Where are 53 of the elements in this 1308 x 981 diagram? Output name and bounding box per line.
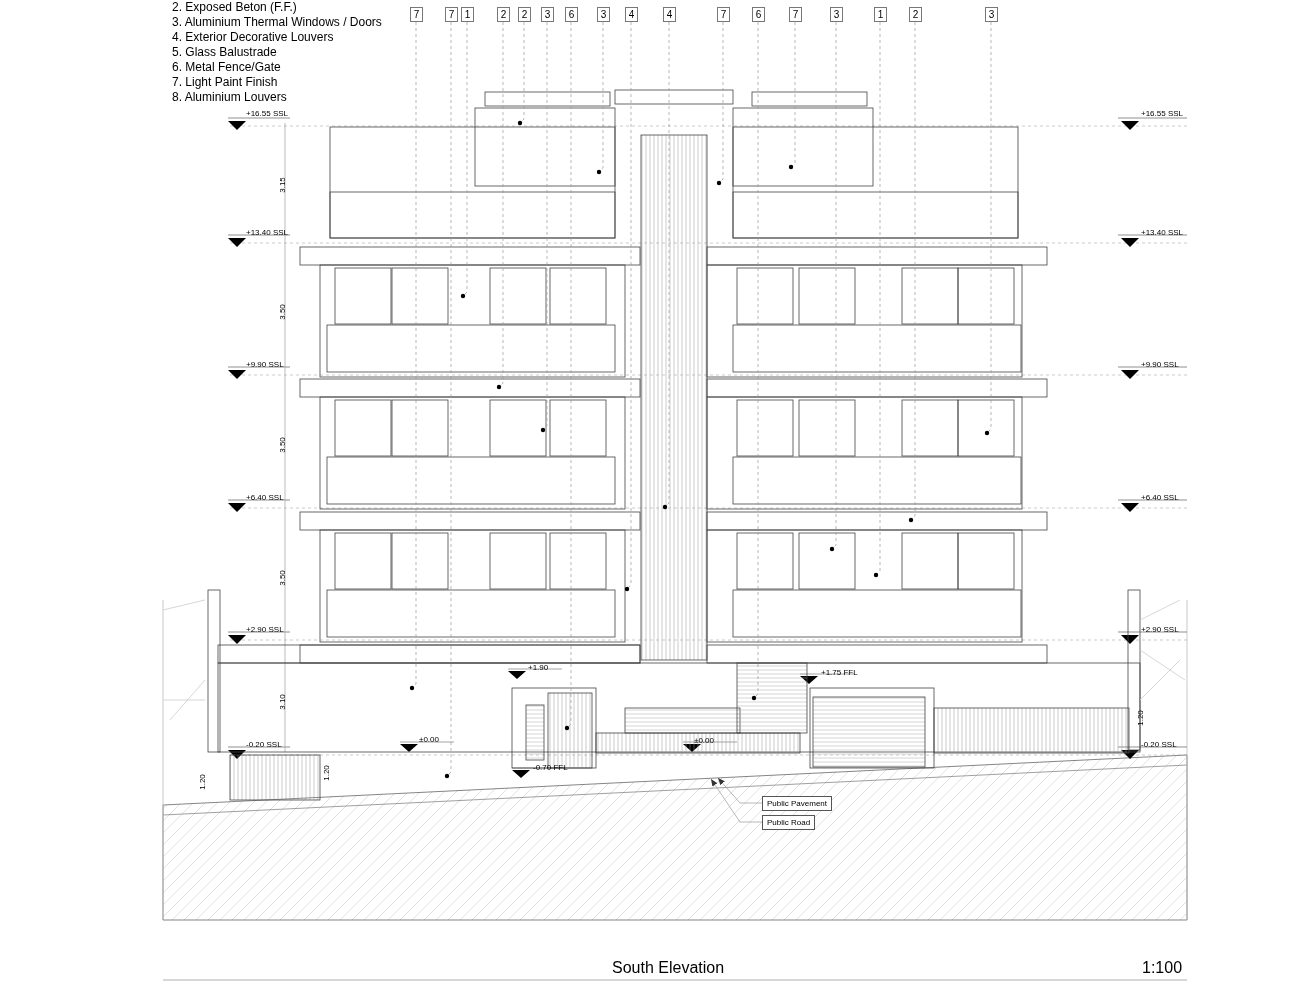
callout-number: 7	[717, 7, 730, 22]
callout-number: 3	[985, 7, 998, 22]
dimension-text: 1.20	[198, 774, 207, 790]
level-label: +16.55 SSL	[1141, 110, 1184, 118]
scale-label: 1:100	[1142, 960, 1183, 976]
legend-item: 7. Light Paint Finish	[172, 76, 278, 88]
callout-number: 1	[874, 7, 887, 22]
callout-number: 1	[461, 7, 474, 22]
road-label: Public Pavement	[762, 796, 833, 811]
level-label: +2.90 SSL	[246, 626, 284, 634]
level-label: +6.40 SSL	[1141, 494, 1179, 502]
level-label: +1.90	[528, 664, 549, 672]
callout-number: 2	[909, 7, 922, 22]
callout-number: 7	[410, 7, 423, 22]
dimension-text: 1.20	[1136, 710, 1145, 726]
level-label: +13.40 SSL	[1141, 229, 1184, 237]
level-label: -0.20 SSL	[1141, 741, 1177, 749]
level-label: +2.90 SSL	[1141, 626, 1179, 634]
callout-number: 2	[518, 7, 531, 22]
level-label: +6.40 SSL	[246, 494, 284, 502]
level-label: +9.90 SSL	[246, 361, 284, 369]
legend-item: 8. Aluminium Louvers	[172, 91, 287, 103]
level-label: +9.90 SSL	[1141, 361, 1179, 369]
level-label: +13.40 SSL	[246, 229, 289, 237]
callout-number: 3	[597, 7, 610, 22]
legend-item: 4. Exterior Decorative Louvers	[172, 31, 334, 43]
callout-number: 4	[625, 7, 638, 22]
callout-number: 4	[663, 7, 676, 22]
road-label: Public Road	[762, 815, 816, 830]
drawing-title: South Elevation	[612, 960, 725, 976]
level-label: +1.75 FFL	[821, 669, 858, 677]
dimension-text: 3.50	[278, 570, 287, 586]
level-label: +16.55 SSL	[246, 110, 289, 118]
dimension-text: 3.10	[278, 694, 287, 710]
dimension-text: 3.50	[278, 437, 287, 453]
dimension-text: 3.50	[278, 304, 287, 320]
level-label: ±0.00	[694, 737, 714, 745]
legend-item: 5. Glass Balustrade	[172, 46, 277, 58]
callout-number: 3	[830, 7, 843, 22]
callout-number: 7	[445, 7, 458, 22]
level-label: ±0.00	[419, 736, 439, 744]
callout-number: 6	[752, 7, 765, 22]
callout-number: 6	[565, 7, 578, 22]
dimension-text: 3.15	[278, 177, 287, 193]
callout-number: 3	[541, 7, 554, 22]
level-label: -0.70 FFL	[533, 764, 568, 772]
legend-item: 6. Metal Fence/Gate	[172, 61, 281, 73]
legend-item: 2. Exposed Beton (F.F.)	[172, 1, 297, 13]
callout-number: 2	[497, 7, 510, 22]
dimension-text: 1.20	[322, 765, 331, 781]
legend-item: 3. Aluminium Thermal Windows / Doors	[172, 16, 382, 28]
callout-number: 7	[789, 7, 802, 22]
level-label: -0.20 SSL	[246, 741, 282, 749]
